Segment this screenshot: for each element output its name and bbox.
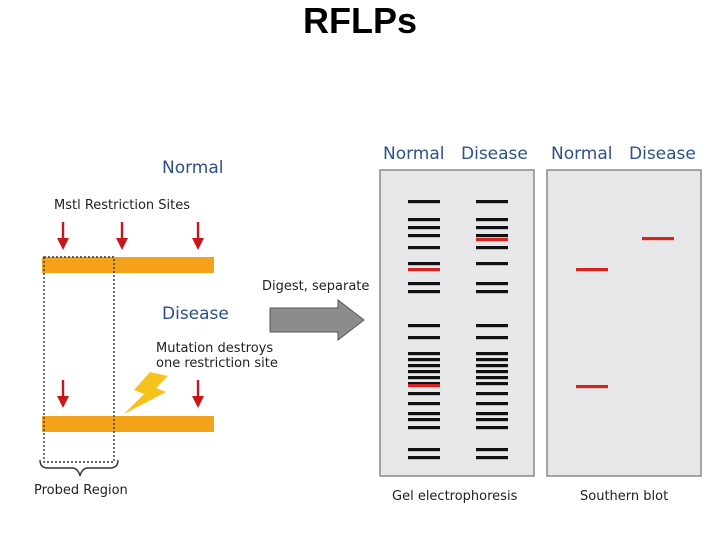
digest-arrow-icon bbox=[269, 298, 365, 342]
gel-band-normal bbox=[408, 412, 440, 416]
gel-band-normal bbox=[408, 376, 440, 380]
gel-bands bbox=[408, 200, 508, 460]
gel-band-normal bbox=[408, 200, 440, 204]
gel-band-disease bbox=[476, 364, 508, 368]
gel-band-disease bbox=[476, 324, 508, 328]
gel-col-normal: Normal bbox=[383, 144, 445, 164]
lightning-icon bbox=[124, 372, 168, 414]
normal-dna-bar bbox=[42, 257, 214, 273]
gel-band-normal bbox=[408, 262, 440, 266]
mutation-label-line1: Mutation destroys bbox=[156, 341, 274, 356]
gel-band-normal bbox=[408, 324, 440, 328]
gel-col-disease: Disease bbox=[461, 144, 528, 164]
blot-band-disease bbox=[642, 237, 674, 241]
blot-col-normal: Normal bbox=[551, 144, 613, 164]
restriction-arrow-2 bbox=[116, 222, 128, 250]
gel-band-disease-probed bbox=[476, 238, 508, 242]
probed-region-label: Probed Region bbox=[34, 483, 128, 498]
blot-band-normal bbox=[576, 385, 608, 389]
restriction-arrow-3 bbox=[192, 222, 204, 250]
gel-band-normal bbox=[408, 358, 440, 362]
blot-band-normal bbox=[576, 268, 608, 272]
gel-band-normal bbox=[408, 426, 440, 430]
gel-band-normal-probed bbox=[408, 384, 440, 388]
gel-band-disease bbox=[476, 200, 508, 204]
blot-bands bbox=[576, 237, 674, 389]
probed-region-brace bbox=[39, 459, 119, 477]
gel-band-disease bbox=[476, 336, 508, 340]
gel-band-normal bbox=[408, 234, 440, 238]
disease-restriction-arrow-3 bbox=[192, 380, 204, 408]
gel-band-disease bbox=[476, 262, 508, 266]
gel-band-disease bbox=[476, 412, 508, 416]
gel-band-disease bbox=[476, 218, 508, 222]
gel-band-normal bbox=[408, 336, 440, 340]
gel-band-normal bbox=[408, 282, 440, 286]
gel-band-normal bbox=[408, 402, 440, 406]
restriction-sites-label: Mstl Restriction Sites bbox=[54, 198, 191, 213]
gel-band-normal bbox=[408, 456, 440, 460]
gel-band-normal bbox=[408, 370, 440, 374]
gel-band-normal bbox=[408, 218, 440, 222]
gel-panel bbox=[379, 169, 535, 477]
gel-band-disease bbox=[476, 402, 508, 406]
gel-band-disease bbox=[476, 246, 508, 250]
blot-caption: Southern blot bbox=[580, 489, 669, 504]
gel-band-disease bbox=[476, 426, 508, 430]
blot-panel bbox=[546, 169, 702, 477]
gel-band-normal bbox=[408, 418, 440, 422]
probed-region-box bbox=[43, 256, 115, 463]
gel-band-disease bbox=[476, 282, 508, 286]
gel-band-normal bbox=[408, 226, 440, 230]
gel-band-disease bbox=[476, 376, 508, 380]
gel-band-normal bbox=[408, 352, 440, 356]
gel-band-normal bbox=[408, 448, 440, 452]
gel-band-disease bbox=[476, 392, 508, 396]
gel-band-disease bbox=[476, 448, 508, 452]
gel-band-normal bbox=[408, 382, 440, 386]
gel-band-disease bbox=[476, 382, 508, 386]
blot-col-disease: Disease bbox=[629, 144, 696, 164]
digest-separate-label: Digest, separate bbox=[262, 279, 370, 294]
gel-band-normal-probed bbox=[408, 268, 440, 272]
page-title: RFLPs bbox=[302, 0, 417, 41]
gel-band-disease bbox=[476, 358, 508, 362]
gel-band-disease bbox=[476, 290, 508, 294]
gel-band-normal bbox=[408, 290, 440, 294]
gel-band-disease bbox=[476, 456, 508, 460]
gel-band-disease bbox=[476, 226, 508, 230]
disease-heading: Disease bbox=[162, 304, 229, 324]
normal-heading: Normal bbox=[162, 158, 224, 178]
gel-band-normal bbox=[408, 392, 440, 396]
disease-dna-bar bbox=[42, 416, 214, 432]
gel-band-disease bbox=[476, 352, 508, 356]
gel-band-disease bbox=[476, 234, 508, 238]
gel-caption: Gel electrophoresis bbox=[392, 489, 518, 504]
gel-band-disease bbox=[476, 418, 508, 422]
mutation-label-line2: one restriction site bbox=[156, 356, 278, 371]
gel-band-normal bbox=[408, 246, 440, 250]
restriction-arrow-1 bbox=[57, 222, 69, 250]
gel-band-normal bbox=[408, 364, 440, 368]
disease-restriction-arrow-1 bbox=[57, 380, 69, 408]
gel-band-disease bbox=[476, 370, 508, 374]
